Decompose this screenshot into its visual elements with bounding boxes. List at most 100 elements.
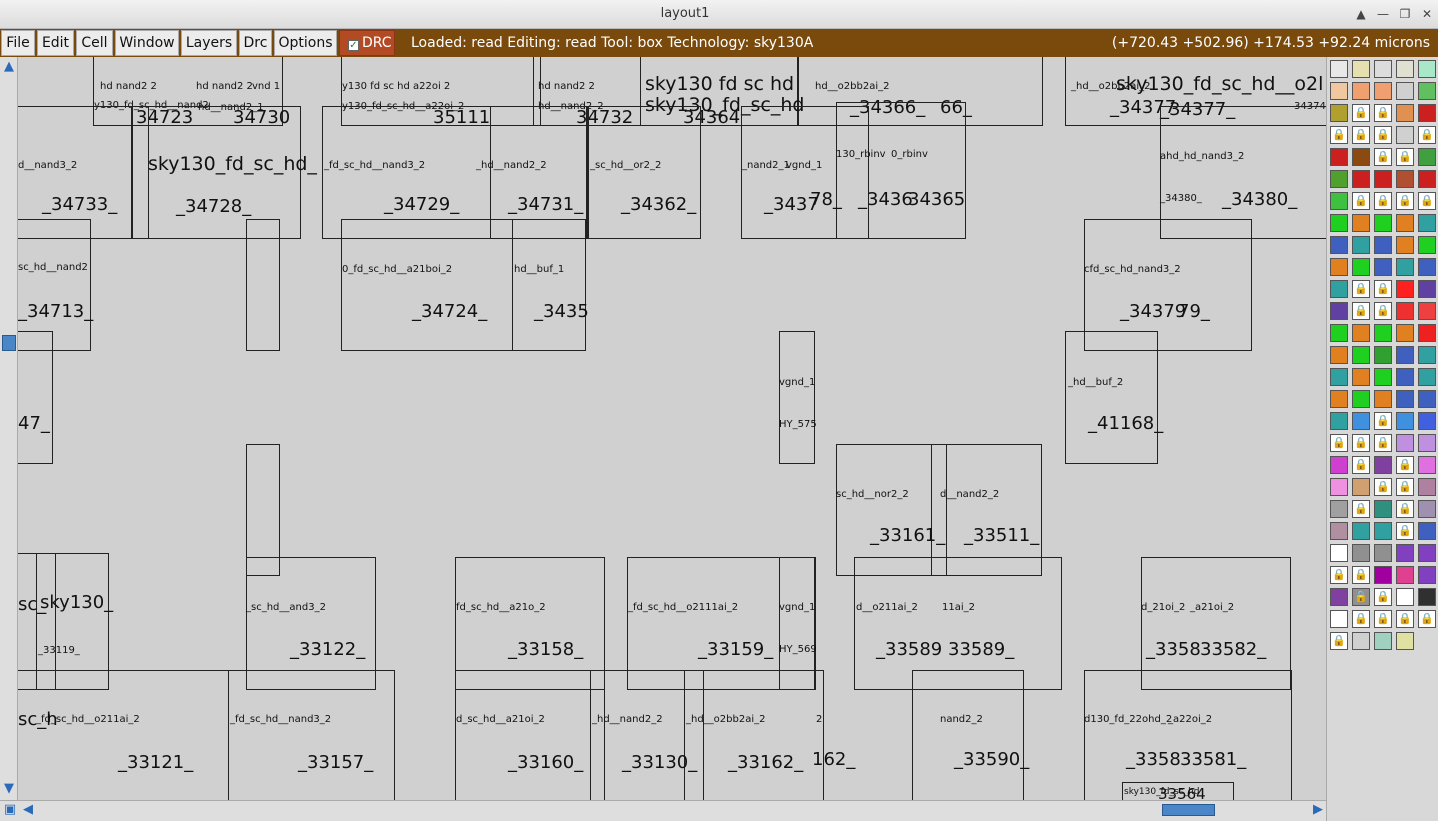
layer-swatch[interactable] bbox=[1374, 60, 1392, 78]
menu-layers[interactable]: Layers bbox=[181, 30, 237, 56]
cell-box[interactable] bbox=[36, 553, 56, 690]
layer-swatch[interactable] bbox=[1374, 214, 1392, 232]
layer-swatch[interactable] bbox=[1396, 214, 1414, 232]
cell-box[interactable] bbox=[246, 219, 280, 351]
lock-icon[interactable]: 🔒 bbox=[1352, 192, 1370, 210]
layer-swatch[interactable] bbox=[1418, 214, 1436, 232]
menu-drc[interactable]: Drc bbox=[239, 30, 272, 56]
layer-swatch[interactable] bbox=[1396, 368, 1414, 386]
layer-swatch[interactable] bbox=[1352, 148, 1370, 166]
layer-swatch[interactable] bbox=[1330, 412, 1348, 430]
cell-box[interactable] bbox=[1141, 557, 1291, 690]
cell-box[interactable] bbox=[779, 331, 815, 464]
window-up-icon[interactable]: ▲ bbox=[1356, 7, 1366, 21]
layer-swatch[interactable] bbox=[1396, 588, 1414, 606]
vertical-scrollbar[interactable]: ▲ ▼ bbox=[0, 57, 18, 800]
horizontal-scrollbar[interactable]: ▣ ◀ ▶ bbox=[0, 800, 1328, 821]
layer-swatch[interactable] bbox=[1418, 478, 1436, 496]
cell-box[interactable] bbox=[1065, 57, 1326, 126]
scroll-left-icon[interactable]: ◀ bbox=[23, 802, 33, 817]
lock-icon[interactable]: 🔒 bbox=[1374, 192, 1392, 210]
layer-swatch[interactable] bbox=[1374, 236, 1392, 254]
layer-swatch[interactable] bbox=[1418, 544, 1436, 562]
layer-swatch[interactable] bbox=[1352, 170, 1370, 188]
layer-swatch[interactable] bbox=[1352, 632, 1370, 650]
layer-swatch[interactable] bbox=[1396, 544, 1414, 562]
layer-swatch[interactable] bbox=[1352, 214, 1370, 232]
layer-swatch[interactable] bbox=[1396, 302, 1414, 320]
layer-swatch[interactable] bbox=[1396, 566, 1414, 584]
layer-swatch[interactable] bbox=[1352, 390, 1370, 408]
layer-swatch[interactable] bbox=[1330, 104, 1348, 122]
cell-box[interactable] bbox=[836, 102, 966, 239]
layer-swatch[interactable] bbox=[1396, 346, 1414, 364]
lock-icon[interactable]: 🔒 bbox=[1374, 302, 1392, 320]
zoom-box-icon[interactable]: ▣ bbox=[3, 802, 17, 817]
horizontal-scroll-thumb[interactable] bbox=[1162, 804, 1215, 816]
layer-swatch[interactable] bbox=[1352, 478, 1370, 496]
menu-window[interactable]: Window bbox=[115, 30, 179, 56]
layer-swatch[interactable] bbox=[1396, 236, 1414, 254]
layout-canvas[interactable]: hd nand2 2 hd nand2 2 vnd 1 y130_fd_sc_h… bbox=[18, 57, 1326, 800]
layer-swatch[interactable] bbox=[1330, 478, 1348, 496]
cell-box[interactable] bbox=[341, 57, 541, 126]
layer-swatch[interactable] bbox=[1352, 258, 1370, 276]
layer-swatch[interactable] bbox=[1418, 324, 1436, 342]
layer-swatch[interactable] bbox=[1418, 104, 1436, 122]
layer-swatch[interactable] bbox=[1396, 412, 1414, 430]
lock-icon[interactable]: 🔒 bbox=[1374, 478, 1392, 496]
layer-swatch[interactable] bbox=[1374, 390, 1392, 408]
layer-swatch[interactable] bbox=[1418, 148, 1436, 166]
lock-icon[interactable]: 🔒 bbox=[1396, 192, 1414, 210]
layer-swatch[interactable] bbox=[1396, 434, 1414, 452]
menu-file[interactable]: File bbox=[1, 30, 35, 56]
cell-box[interactable] bbox=[148, 106, 301, 239]
layer-swatch[interactable] bbox=[1374, 170, 1392, 188]
layer-swatch[interactable] bbox=[1330, 456, 1348, 474]
layer-swatch[interactable] bbox=[1330, 60, 1348, 78]
layer-swatch[interactable] bbox=[1374, 500, 1392, 518]
cell-box[interactable] bbox=[18, 219, 91, 351]
layer-swatch[interactable] bbox=[1418, 456, 1436, 474]
layer-swatch[interactable] bbox=[1396, 60, 1414, 78]
layer-palette[interactable]: 🔒🔒🔒🔒🔒🔒🔒🔒🔒🔒🔒🔒🔒🔒🔒🔒🔒🔒🔒🔒🔒🔒🔒🔒🔒🔒🔒🔒🔒🔒🔒🔒🔒🔒🔒🔒 bbox=[1326, 57, 1438, 821]
menu-options[interactable]: Options bbox=[274, 30, 337, 56]
lock-icon[interactable]: 🔒 bbox=[1352, 456, 1370, 474]
layer-swatch[interactable] bbox=[1418, 236, 1436, 254]
layer-swatch[interactable] bbox=[1418, 522, 1436, 540]
cell-box[interactable] bbox=[93, 57, 283, 126]
cell-box[interactable] bbox=[18, 670, 229, 800]
lock-icon[interactable]: 🔒 bbox=[1418, 126, 1436, 144]
layer-swatch[interactable] bbox=[1374, 522, 1392, 540]
cell-box[interactable] bbox=[627, 557, 816, 690]
cell-box[interactable] bbox=[228, 670, 395, 800]
cell-box[interactable] bbox=[798, 57, 1043, 126]
layer-swatch[interactable] bbox=[1330, 324, 1348, 342]
cell-box[interactable] bbox=[931, 444, 947, 576]
layer-swatch[interactable] bbox=[1330, 346, 1348, 364]
lock-icon[interactable]: 🔒 bbox=[1374, 412, 1392, 430]
layer-swatch[interactable] bbox=[1330, 82, 1348, 100]
lock-icon[interactable]: 🔒 bbox=[1330, 126, 1348, 144]
layer-swatch[interactable] bbox=[1418, 82, 1436, 100]
layer-swatch[interactable] bbox=[1374, 324, 1392, 342]
layer-swatch[interactable] bbox=[1396, 632, 1414, 650]
layer-swatch[interactable] bbox=[1418, 258, 1436, 276]
layer-swatch[interactable] bbox=[1418, 412, 1436, 430]
layer-swatch[interactable] bbox=[1330, 500, 1348, 518]
scroll-up-icon[interactable]: ▲ bbox=[4, 59, 14, 74]
layer-swatch[interactable] bbox=[1330, 588, 1348, 606]
lock-icon[interactable]: 🔒 bbox=[1352, 126, 1370, 144]
lock-icon[interactable]: 🔒 bbox=[1396, 148, 1414, 166]
layer-swatch[interactable] bbox=[1396, 324, 1414, 342]
cell-box[interactable] bbox=[18, 553, 109, 690]
lock-icon[interactable]: 🔒 bbox=[1352, 280, 1370, 298]
layer-swatch[interactable] bbox=[1330, 170, 1348, 188]
lock-icon[interactable]: 🔒 bbox=[1374, 610, 1392, 628]
lock-icon[interactable]: 🔒 bbox=[1374, 280, 1392, 298]
cell-box[interactable] bbox=[246, 444, 280, 576]
scroll-right-icon[interactable]: ▶ bbox=[1313, 802, 1323, 817]
layer-swatch[interactable] bbox=[1330, 610, 1348, 628]
cell-box[interactable] bbox=[490, 106, 588, 239]
lock-icon[interactable]: 🔒 bbox=[1418, 610, 1436, 628]
